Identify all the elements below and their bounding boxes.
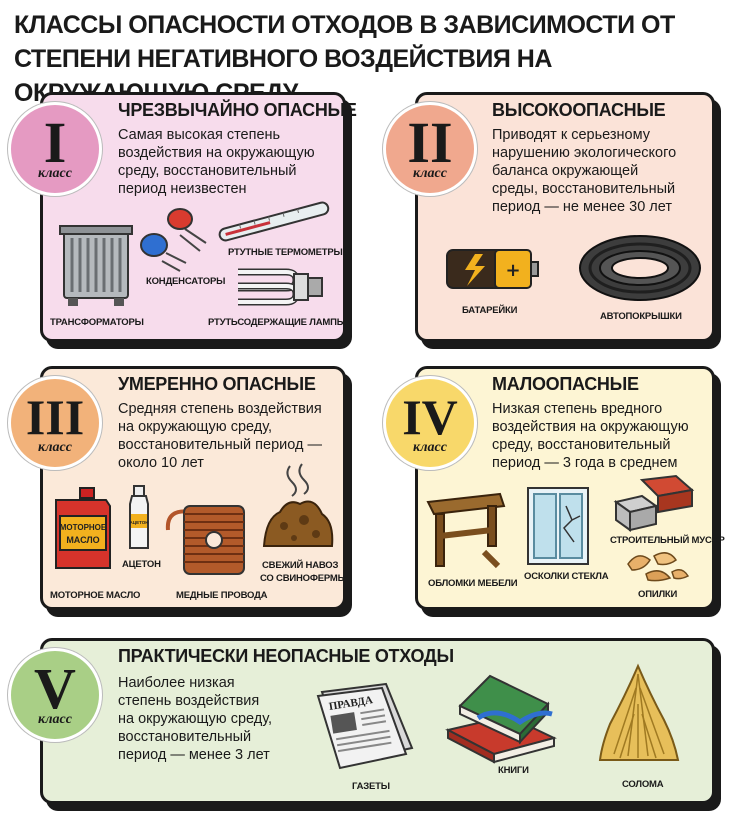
lamp-icon — [238, 268, 323, 306]
page-title: КЛАССЫ ОПАСНОСТИ ОТХОДОВ В ЗАВИСИМОСТИ О… — [14, 11, 675, 107]
item-label-capacitors: КОНДЕНСАТОРЫ — [146, 276, 226, 287]
books-icon — [445, 674, 557, 764]
newspaper-icon: ПРАВДА — [316, 682, 414, 770]
class-numeral: III — [25, 389, 85, 445]
capacitor-icon — [140, 208, 207, 272]
can-label-line1: МОТОРНОЕ — [60, 523, 107, 532]
straw-icon — [598, 663, 680, 761]
item-label-lamps: РТУТЬСОДЕРЖАЩИЕ ЛАМПЫ — [208, 317, 346, 328]
badge-class-2: II класс — [383, 102, 477, 196]
item-label-tires: АВТОПОКРЫШКИ — [600, 311, 682, 322]
class-word: класс — [413, 440, 447, 455]
item-label-acetone: АЦЕТОН — [122, 559, 161, 570]
card-title: УМЕРЕННО ОПАСНЫЕ — [118, 374, 316, 394]
card-title: ЧРЕЗВЫЧАЙНО ОПАСНЫЕ — [118, 100, 357, 120]
item-label-books: КНИГИ — [498, 765, 529, 776]
item-label-sawdust: ОПИЛКИ — [638, 589, 678, 600]
class-word: класс — [413, 166, 447, 181]
acetone-bottle-icon: АЦЕТОН — [129, 485, 149, 549]
item-label-motor-oil: МОТОРНОЕ МАСЛО — [50, 590, 141, 601]
item-label-newspapers: ГАЗЕТЫ — [352, 781, 390, 792]
item-label-thermometers: РТУТНЫЕ ТЕРМОМЕТРЫ — [228, 247, 343, 258]
class-word: класс — [38, 166, 72, 181]
class-numeral: V — [34, 656, 76, 721]
class-numeral: I — [43, 110, 67, 175]
item-label-manure-line2: СО СВИНОФЕРМЫ — [260, 573, 347, 584]
class-numeral: II — [407, 110, 453, 175]
card-title: МАЛООПАСНЫЕ — [492, 374, 639, 394]
battery-icon: + — [446, 249, 539, 289]
badge-class-5: V класс — [8, 648, 102, 742]
item-label-batteries: БАТАРЕЙКИ — [462, 305, 518, 316]
tire-icon — [579, 235, 701, 301]
transformer-icon — [59, 225, 133, 306]
thermometer-icon — [218, 201, 330, 242]
broken-glass-icon — [527, 487, 589, 565]
item-label-construction-debris: СТРОИТЕЛЬНЫЙ МУСОР — [610, 535, 725, 546]
item-label-glass: ОСКОЛКИ СТЕКЛА — [524, 571, 609, 582]
item-label-furniture: ОБЛОМКИ МЕБЕЛИ — [428, 578, 518, 589]
sawdust-icon — [627, 552, 690, 582]
item-label-straw: СОЛОМА — [622, 779, 664, 790]
card-title: ПРАКТИЧЕСКИ НЕОПАСНЫЕ ОТХОДЫ — [118, 646, 454, 666]
copper-wire-icon — [165, 505, 245, 575]
item-label-transformers: ТРАНСФОРМАТОРЫ — [50, 317, 144, 328]
broken-table-icon — [426, 492, 506, 569]
badge-class-1: I класс — [8, 102, 102, 196]
badge-class-3: III класс — [8, 376, 102, 470]
class-word: класс — [38, 440, 72, 455]
manure-icon — [262, 463, 334, 547]
oil-can-icon: МОТОРНОЕ МАСЛО — [55, 487, 111, 569]
class-numeral: IV — [402, 389, 458, 445]
can-label-line2: МАСЛО — [66, 535, 99, 545]
card-title: ВЫСОКООПАСНЫЕ — [492, 100, 666, 120]
item-label-copper-wires: МЕДНЫЕ ПРОВОДА — [176, 590, 268, 601]
svg-text:+: + — [505, 260, 520, 281]
badge-class-4: IV класс — [383, 376, 477, 470]
construction-debris-icon — [613, 474, 695, 532]
bottle-label: АЦЕТОН — [130, 520, 149, 525]
item-label-manure-line1: СВЕЖИЙ НАВОЗ — [262, 560, 339, 571]
class-word: класс — [38, 712, 72, 727]
